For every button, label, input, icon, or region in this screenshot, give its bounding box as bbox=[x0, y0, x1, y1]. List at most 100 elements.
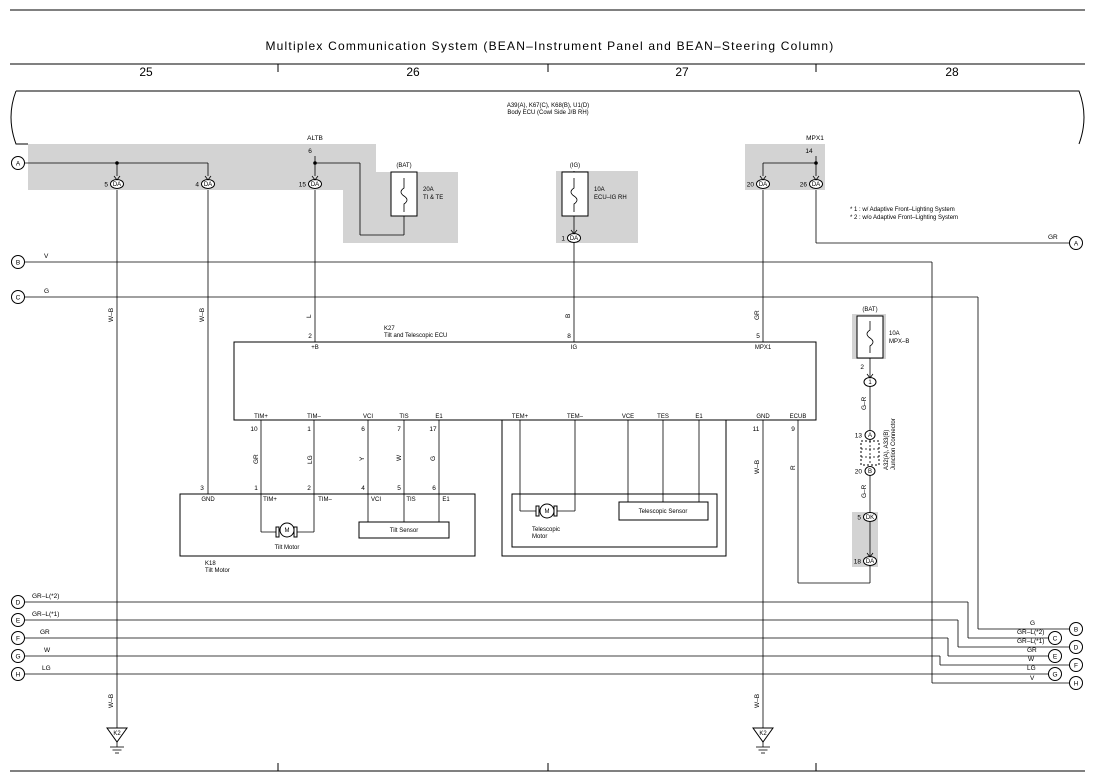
svg-text:ECU–IG RH: ECU–IG RH bbox=[594, 195, 627, 201]
junction-connector-a: A 13 bbox=[855, 430, 876, 440]
note-2: * 2 : w/o Adaptive Front–Lighting System bbox=[850, 215, 958, 221]
k27-pin-1: 1 bbox=[307, 426, 311, 433]
svg-text:K2: K2 bbox=[113, 731, 121, 737]
svg-text:E: E bbox=[16, 618, 21, 625]
svg-text:H: H bbox=[16, 672, 21, 679]
k27-term-tim-plus: TIM+ bbox=[254, 414, 268, 420]
k27-pin-10: 10 bbox=[250, 426, 258, 433]
fuse-mpx-b: (BAT) 10A MPX–B bbox=[852, 307, 909, 359]
section-28: 28 bbox=[945, 65, 959, 79]
wire-label-lg-left: LG bbox=[42, 665, 51, 672]
connector-d-left: D bbox=[11, 595, 25, 609]
connector-c-right: C bbox=[1048, 631, 1062, 645]
telescopic-motor-label-1: Telescopic bbox=[532, 527, 560, 533]
junction-pin-2: 2 bbox=[860, 364, 864, 371]
wire-label-gr-right: GR bbox=[1048, 234, 1058, 241]
svg-text:26: 26 bbox=[800, 182, 808, 189]
wire-label-grl2-right: GR–L(*2) bbox=[1017, 629, 1044, 636]
svg-text:(BAT): (BAT) bbox=[862, 307, 877, 313]
junction-name: Junction Connector bbox=[891, 418, 897, 470]
k27-pin-6: 6 bbox=[361, 426, 365, 433]
telescopic-sensor-box bbox=[618, 501, 709, 521]
k18-pin-3: 3 bbox=[200, 485, 204, 492]
fuse-ecu-ig-rh: (IG) 10A ECU–IG RH bbox=[561, 163, 627, 233]
k27-name: Tilt and Telescopic ECU bbox=[384, 333, 447, 339]
k18-box bbox=[179, 493, 476, 557]
connector-h-left: H bbox=[11, 667, 25, 681]
k18-term-tis: TIS bbox=[406, 497, 415, 503]
wire-label-gr-left: GR bbox=[40, 629, 50, 636]
k27-term-vci: VCI bbox=[363, 414, 373, 420]
connector-a-right: A bbox=[1069, 236, 1083, 250]
svg-text:M: M bbox=[285, 528, 290, 534]
wire-label-gr-right2: GR bbox=[1027, 647, 1037, 654]
section-27: 27 bbox=[675, 65, 689, 79]
ground-k2-right: K2 bbox=[752, 727, 774, 754]
connector-c-left: C bbox=[11, 290, 25, 304]
wire-label-gr-r-2: G–R bbox=[861, 484, 868, 498]
da-connector-20: DA 20 bbox=[747, 179, 770, 189]
svg-text:10A: 10A bbox=[889, 331, 900, 337]
body-ecu-shade-left bbox=[28, 144, 458, 243]
k18-name: Tilt Motor bbox=[205, 568, 230, 574]
svg-text:B: B bbox=[1074, 627, 1078, 634]
svg-text:1: 1 bbox=[868, 380, 872, 386]
k27-term-tis: TIS bbox=[399, 414, 408, 420]
svg-text:C: C bbox=[16, 295, 21, 302]
body-ecu-name: Body ECU (Cowl Side J/B RH) bbox=[507, 110, 588, 116]
wire-label-g-right: G bbox=[1030, 620, 1035, 627]
svg-text:F: F bbox=[16, 636, 20, 643]
svg-text:(IG): (IG) bbox=[570, 163, 580, 169]
k27-pin-7: 7 bbox=[397, 426, 401, 433]
k18-pin-1: 1 bbox=[254, 485, 258, 492]
svg-text:5: 5 bbox=[104, 182, 108, 189]
da-connector-26: DA 26 bbox=[800, 179, 823, 189]
connector-g-left: G bbox=[11, 649, 25, 663]
svg-text:DA: DA bbox=[759, 182, 767, 188]
wire-label-lg-right: LG bbox=[1027, 665, 1036, 672]
svg-text:(BAT): (BAT) bbox=[396, 163, 411, 169]
wire-label-grl1-left: GR–L(*1) bbox=[32, 611, 59, 618]
junction-connector-b: B 20 bbox=[855, 466, 876, 476]
svg-text:DA: DA bbox=[866, 559, 874, 565]
connector-b-right: B bbox=[1069, 622, 1083, 636]
k27-term-tem-minus: TEM– bbox=[567, 414, 584, 420]
svg-text:A: A bbox=[16, 161, 21, 168]
connector-g-right: G bbox=[1048, 667, 1062, 681]
svg-text:20A: 20A bbox=[423, 187, 434, 193]
k18-pin-4: 4 bbox=[361, 485, 365, 492]
svg-text:H: H bbox=[1074, 681, 1079, 688]
wire-label-r: R bbox=[790, 465, 797, 470]
k27-term-vce: VCE bbox=[622, 414, 634, 420]
da-connector-1-ig: DA 1 bbox=[561, 233, 581, 243]
k18-term-tim-plus: TIM+ bbox=[263, 497, 277, 503]
svg-text:5: 5 bbox=[857, 515, 861, 522]
k18-pin-6: 6 bbox=[432, 485, 436, 492]
svg-text:DA: DA bbox=[204, 182, 212, 188]
telescopic-assembly bbox=[511, 493, 718, 548]
da-connector-18: DA 18 bbox=[854, 556, 877, 566]
body-ecu-outline bbox=[10, 90, 1085, 145]
svg-text:F: F bbox=[1074, 663, 1078, 670]
svg-text:A: A bbox=[1074, 241, 1079, 248]
svg-text:13: 13 bbox=[855, 433, 863, 440]
k27-term-gnd: GND bbox=[756, 414, 770, 420]
wire-label-v-right: V bbox=[1030, 675, 1035, 682]
svg-text:C: C bbox=[1053, 636, 1058, 643]
connector-f-left: F bbox=[11, 631, 25, 645]
body-ecu-codes: A39(A), K67(C), K68(B), U1(D) bbox=[507, 103, 589, 109]
svg-text:20: 20 bbox=[747, 182, 755, 189]
junction-codes: A32(A), A33(B) bbox=[884, 430, 890, 470]
connector-f-right: F bbox=[1069, 658, 1083, 672]
wire-label-l: L bbox=[306, 314, 313, 318]
k27-term-b: +B bbox=[311, 345, 319, 351]
k27-pin-9: 9 bbox=[791, 426, 795, 433]
k27-term-ig: IG bbox=[571, 345, 578, 351]
diagram-title: Multiplex Communication System (BEAN–Ins… bbox=[265, 39, 834, 53]
telescopic-motor: M bbox=[535, 503, 558, 519]
k18-term-tim-minus: TIM– bbox=[318, 497, 332, 503]
wire-label-gr-v: GR bbox=[754, 310, 761, 320]
da-connector-15: DA 15 bbox=[299, 179, 322, 189]
wire-label-w-left: W bbox=[44, 647, 51, 654]
